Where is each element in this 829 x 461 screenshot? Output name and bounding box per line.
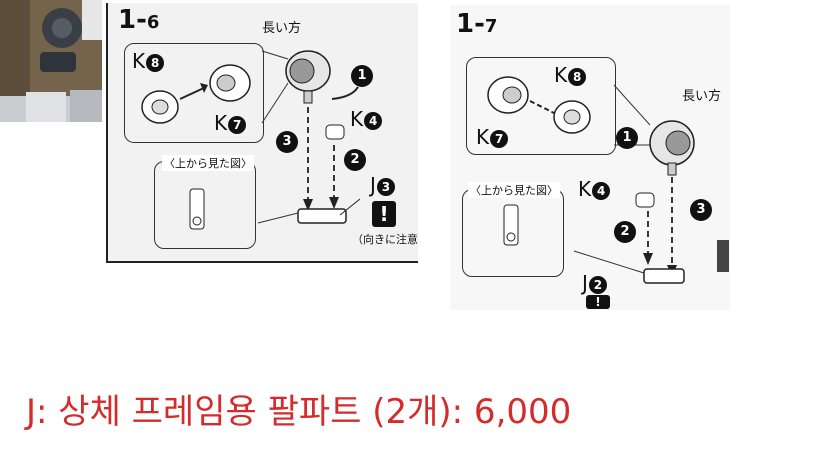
- k8-k7-assembly-box: [124, 43, 264, 143]
- step-1-6-order-3: 3: [276, 131, 298, 153]
- step-1-6-order-2: 2: [344, 149, 366, 171]
- top-view-label: 〈上から見た図〉: [162, 155, 254, 171]
- step-1-6-drawing: [141, 50, 361, 230]
- step-1-6-order-1: 1: [351, 65, 373, 87]
- warning-icon: !: [372, 201, 396, 227]
- step-1-7-order-2: 2: [614, 221, 636, 243]
- price-caption: J: 상체 프레임용 팔파트 (2개): 6,000: [26, 392, 572, 432]
- page-edge-mark: [717, 240, 729, 272]
- long-side-label-2: 長い方: [682, 89, 722, 104]
- top-view-box: [154, 161, 256, 249]
- step-1-7-title: 1-7: [456, 9, 498, 39]
- step-1-7-order-3: 3: [690, 199, 712, 221]
- direction-note: （向きに注意: [352, 233, 418, 246]
- model-photo-art: [0, 0, 102, 122]
- top-view-box-2: [462, 189, 564, 277]
- k8-k7-assembly-box-2: [466, 57, 616, 155]
- step-1-6-title: 1-6: [118, 5, 160, 35]
- long-side-label: 長い方: [262, 21, 302, 36]
- model-photo: [0, 0, 102, 122]
- top-view-label-2: 〈上から見た図〉: [468, 182, 560, 198]
- step-1-7-order-1: 1: [616, 127, 638, 149]
- step-1-7-drawing: [487, 76, 695, 284]
- warning-icon-2: !: [586, 295, 610, 309]
